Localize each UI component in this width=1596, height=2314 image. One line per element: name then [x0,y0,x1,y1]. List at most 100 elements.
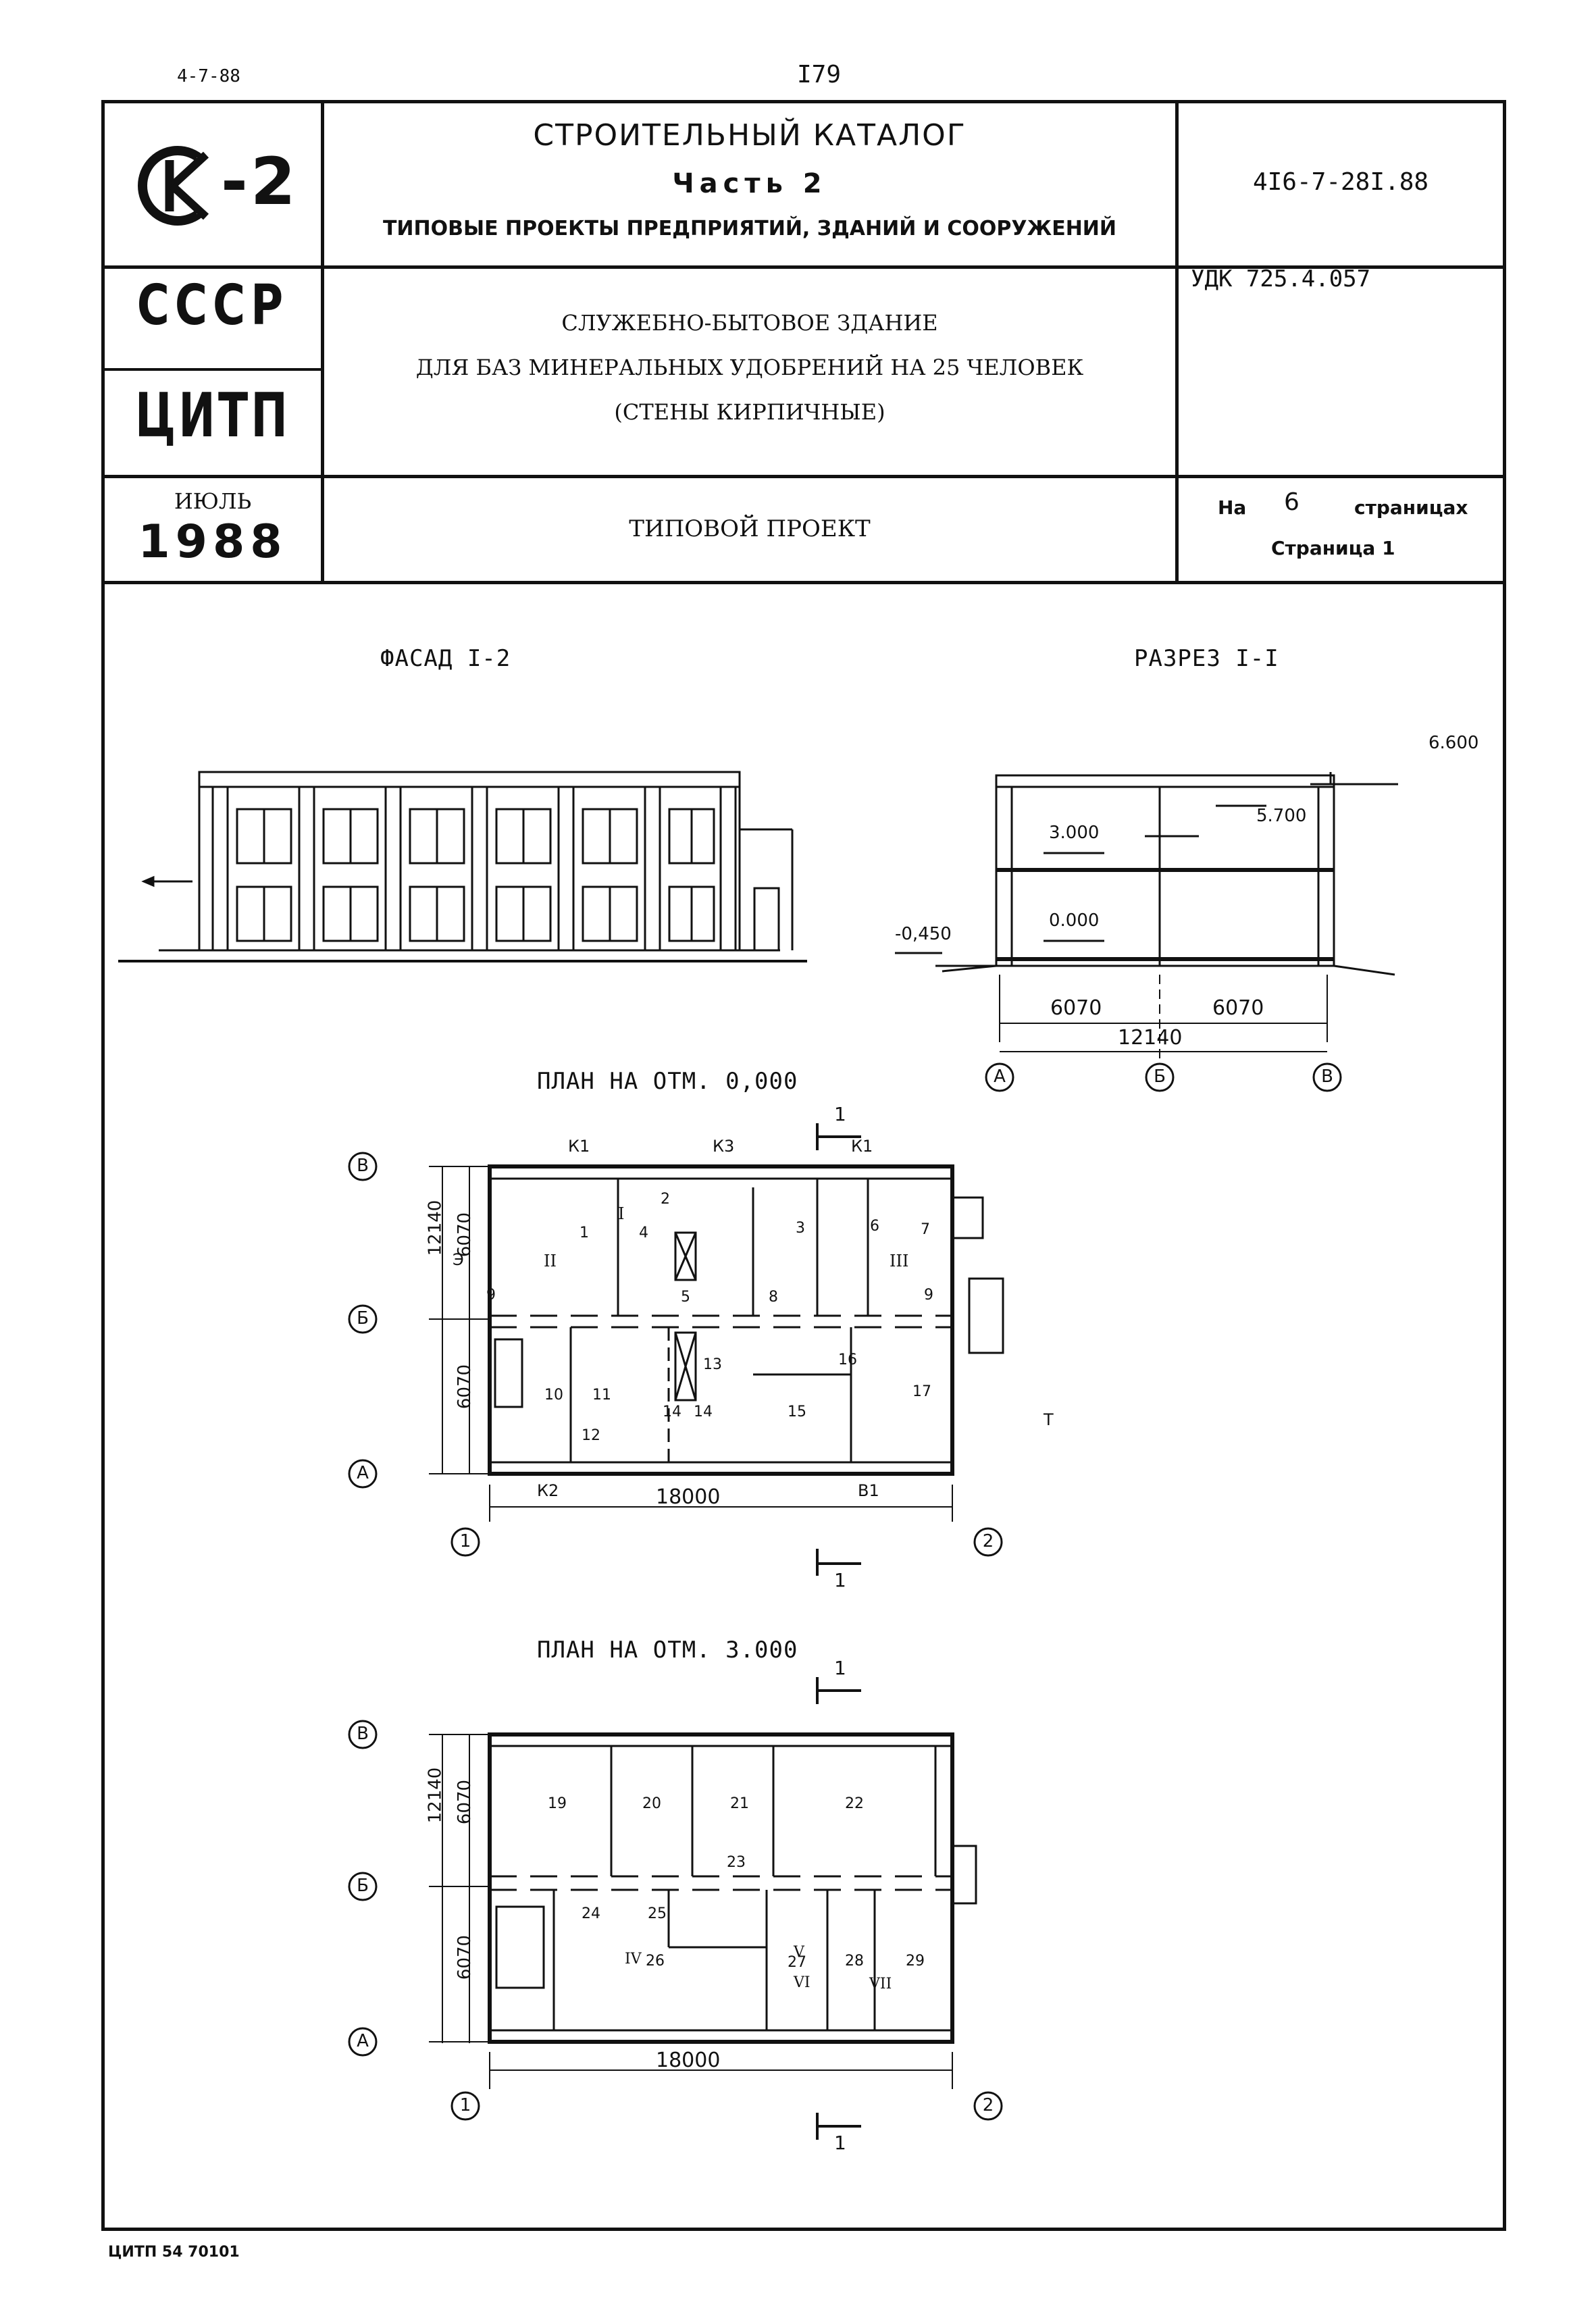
roman-ii: II [544,1252,557,1270]
mark-k3: К3 [713,1137,735,1156]
catalog-subtitle: ТИПОВЫЕ ПРОЕКТЫ ПРЕДПРИЯТИЙ, ЗДАНИЙ И СО… [382,217,1117,240]
roman-vii: VII [869,1976,892,1992]
room-6: 6 [870,1218,879,1235]
facade-windows-upper [236,808,715,865]
plan1-axis-2: 2 [982,1531,994,1551]
current-page: Страница 1 [1271,537,1395,559]
mark-k1-left: К1 [568,1137,590,1156]
roman-iii: III [890,1252,909,1270]
plan1-axis-1: 1 [459,1531,471,1551]
facade-piers [211,786,737,952]
section-axis-a: А [994,1066,1006,1087]
title-line-2: ДЛЯ БАЗ МИНЕРАЛЬНЫХ УДОБРЕНИЙ НА 25 ЧЕЛО… [415,355,1084,380]
plan2-title: ПЛАН НА ОТМ. 3.000 [537,1637,798,1664]
room-8: 8 [769,1289,778,1306]
elevation-3000: 3.000 [1049,823,1100,843]
facade-title: ФАСАД I-2 [380,645,511,672]
room-1: 1 [580,1225,589,1241]
facade-windows-lower [236,885,715,942]
room-5: 5 [681,1289,690,1306]
logo-cell: -2 [105,103,321,265]
org-label: ЦИТП [134,380,291,451]
room-24: 24 [582,1905,600,1922]
plan2-dim-18000: 18000 [656,2049,721,2072]
plan2-dim-12140: 12140 [425,1767,446,1824]
pages-suffix: страницах [1354,496,1468,519]
room-25: 25 [648,1905,667,1922]
roman-v: V [794,1944,804,1961]
plan2-cut-mark-top: 1 [834,1657,846,1679]
country-label: СССР [136,274,289,338]
mark-t: Т [1044,1410,1054,1429]
room-16: 16 [838,1352,857,1368]
room-28: 28 [845,1953,864,1970]
section-axis-v: В [1321,1066,1333,1087]
room-10: 10 [544,1387,563,1404]
plan1-axis-b: Б [357,1308,369,1329]
room-19: 19 [548,1795,567,1812]
room-21: 21 [730,1795,749,1812]
title-line-1: СЛУЖЕБНО-БЫТОВОЕ ЗДАНИЕ [561,310,938,336]
room-9-left: 9 [486,1287,496,1304]
room-12: 12 [582,1427,600,1444]
roman-vi: VI [794,1974,810,1991]
section-title: РАЗРЕЗ I-I [1134,645,1279,672]
elevation-6600: 6.600 [1428,733,1479,753]
dim-6070-left: 6070 [1050,996,1102,1020]
mark-k1-right: К1 [851,1137,873,1156]
roman-iv: IV [625,1951,642,1968]
plan2-axis-v: В [357,1724,369,1744]
room-14-right: 14 [694,1404,713,1420]
footer-reference: ЦИТП 54 70101 [108,2244,240,2261]
dim-12140: 12140 [1118,1026,1183,1050]
udk-code: УДК 725.4.057 [1191,265,1371,292]
year-label: 1988 [138,515,288,569]
plan1-cut-mark-top: 1 [834,1103,846,1125]
catalog-part: Часть 2 [672,168,827,199]
elevation-5700: 5.700 [1256,806,1307,826]
logo-text: -2 [221,144,299,220]
plan2-axis-2: 2 [982,2095,994,2115]
month-label: ИЮЛЬ [174,488,252,514]
plan1-dim-6070-bottom: 6070 [455,1364,475,1410]
room-4: 4 [639,1225,648,1241]
room-3: 3 [796,1220,805,1237]
room-17: 17 [912,1383,931,1400]
room-22: 22 [845,1795,864,1812]
room-15: 15 [788,1404,806,1420]
title-line-3: (СТЕНЫ КИРПИЧНЫЕ) [614,399,885,425]
mark-v1: В1 [858,1481,879,1500]
room-7: 7 [921,1221,930,1238]
room-2: 2 [661,1191,670,1208]
elevation-0000: 0.000 [1049,910,1100,931]
plan2-dim-6070-bottom: 6070 [455,1934,475,1980]
plan1-dim-18000: 18000 [656,1485,721,1509]
plan2-dim-6070-top: 6070 [455,1779,475,1825]
room-26: 26 [646,1953,665,1970]
room-27: 27 [788,1954,806,1971]
room-14-left: 14 [663,1404,681,1420]
roman-i: I [618,1204,625,1223]
mark-e: Э [453,1250,464,1269]
plan1-dim-12140: 12140 [425,1200,446,1256]
mark-k2: К2 [537,1481,559,1500]
plan2-axis-b: Б [357,1876,369,1896]
page-number: I79 [797,61,842,88]
drawing-sheet: -2 СССР ЦИТП ИЮЛЬ 1988 СТРОИТЕЛЬНЫЙ КАТА… [101,100,1506,2231]
plan1-title: ПЛАН НА ОТМ. 0,000 [537,1068,798,1095]
dim-6070-right: 6070 [1212,996,1264,1020]
section-axis-b: Б [1154,1066,1166,1087]
room-29: 29 [906,1953,925,1970]
room-20: 20 [642,1795,661,1812]
project-code: 4I6-7-28I.88 [1252,168,1429,196]
plan2-axis-a: А [357,2031,369,2051]
room-13: 13 [703,1356,722,1373]
room-23: 23 [727,1854,746,1871]
logo-ck-icon [138,146,224,226]
project-type: ТИПОВОЙ ПРОЕКТ [629,515,871,542]
elevation-minus-0450: -0,450 [895,924,952,944]
pages-count: 6 [1284,488,1299,516]
facade-drawing [118,771,807,962]
pages-prefix: На [1218,496,1247,519]
plan1-axis-v: В [357,1156,369,1176]
